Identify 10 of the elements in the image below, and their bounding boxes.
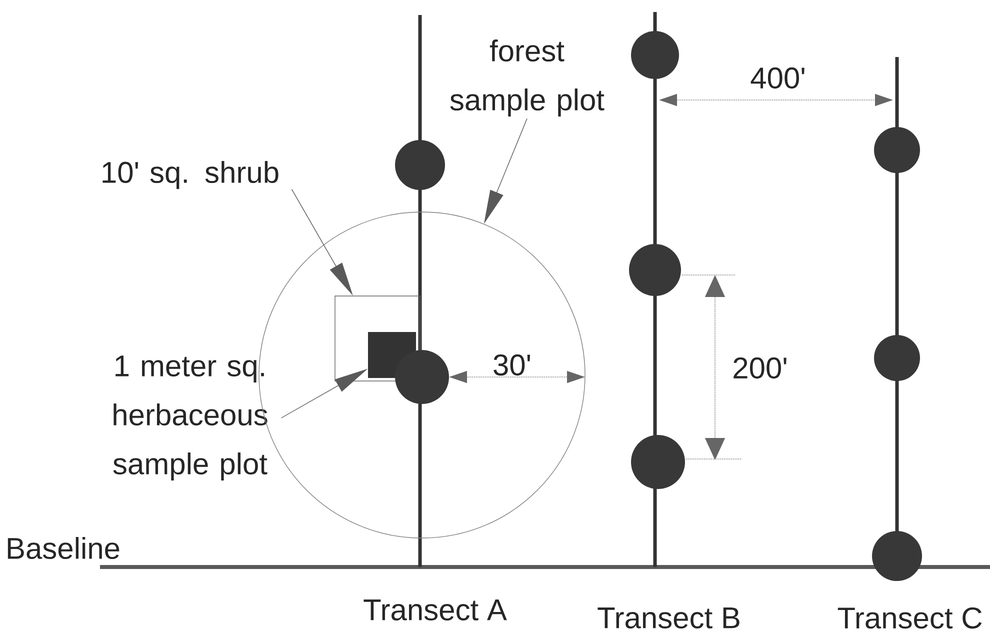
dimension-label: 400' [750,67,804,89]
label-text: 1 meter sq. herbaceous sample plot [113,356,268,480]
transect-label: Transect B [598,608,740,628]
dimension-label: 30' [494,354,530,376]
baseline-label: Baseline [8,537,120,560]
label-text: 10' sq. shrub [102,161,278,189]
dimension-label: 200' [734,357,786,379]
transect-label: Transect A [364,600,507,620]
label-text: forest sample plot [450,40,604,116]
transect-label: Transect C [838,607,982,629]
